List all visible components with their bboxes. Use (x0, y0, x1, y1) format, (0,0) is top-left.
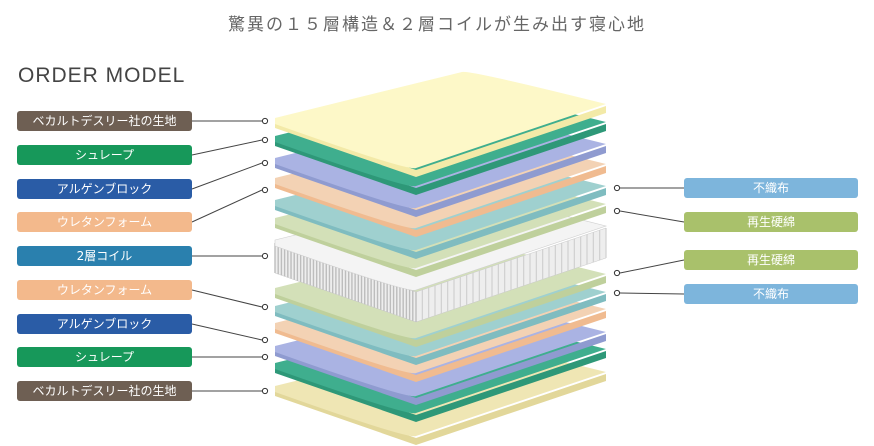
layer-edge (275, 124, 606, 195)
connector-dot (613, 289, 621, 297)
layer-edge (275, 374, 606, 445)
connector-dot (261, 303, 269, 311)
left-layer-label: ウレタンフォーム (17, 280, 192, 300)
connector-dot (261, 136, 269, 144)
connector-line (191, 289, 263, 308)
connector-dot (613, 207, 621, 215)
right-layer-label: 再生硬綿 (684, 212, 858, 232)
layer-edge (275, 166, 606, 237)
connector-dot (261, 336, 269, 344)
connector-dot (261, 159, 269, 167)
layer-edge (275, 351, 606, 422)
layer-edge (275, 311, 606, 382)
layer-edge (275, 294, 606, 365)
connector-line (619, 292, 685, 295)
connector-dot (261, 387, 269, 395)
right-layer-label: 不織布 (684, 284, 858, 304)
right-layer-label: 再生硬綿 (684, 250, 858, 270)
left-layer-label: 2層コイル (17, 246, 192, 266)
order-model-heading: ORDER MODEL (18, 64, 186, 87)
connector-line (191, 162, 263, 190)
layer-edge (275, 334, 606, 405)
connector-dot (261, 186, 269, 194)
connector-dot (261, 252, 269, 260)
connector-line (191, 189, 263, 223)
connector-dot (613, 184, 621, 192)
left-layer-label: ウレタンフォーム (17, 212, 192, 232)
left-layer-label: ベカルトデスリー社の生地 (17, 111, 192, 131)
left-layer-label: シュレープ (17, 347, 192, 367)
connector-line (191, 323, 263, 341)
connector-line (191, 139, 263, 156)
left-layer-label: シュレープ (17, 145, 192, 165)
layer-edge (275, 106, 606, 177)
layer-edge (275, 146, 606, 217)
connector-dot (261, 117, 269, 125)
left-layer-label: ベカルトデスリー社の生地 (17, 381, 192, 401)
left-layer-label: アルゲンブロック (17, 179, 192, 199)
left-layer-label: アルゲンブロック (17, 314, 192, 334)
connector-line (619, 259, 685, 274)
connector-line (619, 210, 685, 223)
layer-edge (275, 188, 606, 259)
right-layer-label: 不織布 (684, 178, 858, 198)
page-title: 驚異の１５層構造＆２層コイルが生み出す寝心地 (228, 15, 646, 35)
layer-edge (275, 276, 606, 347)
connector-dot (613, 269, 621, 277)
connector-dot (261, 353, 269, 361)
layer-top (275, 71, 606, 169)
layer-edge (275, 206, 606, 277)
